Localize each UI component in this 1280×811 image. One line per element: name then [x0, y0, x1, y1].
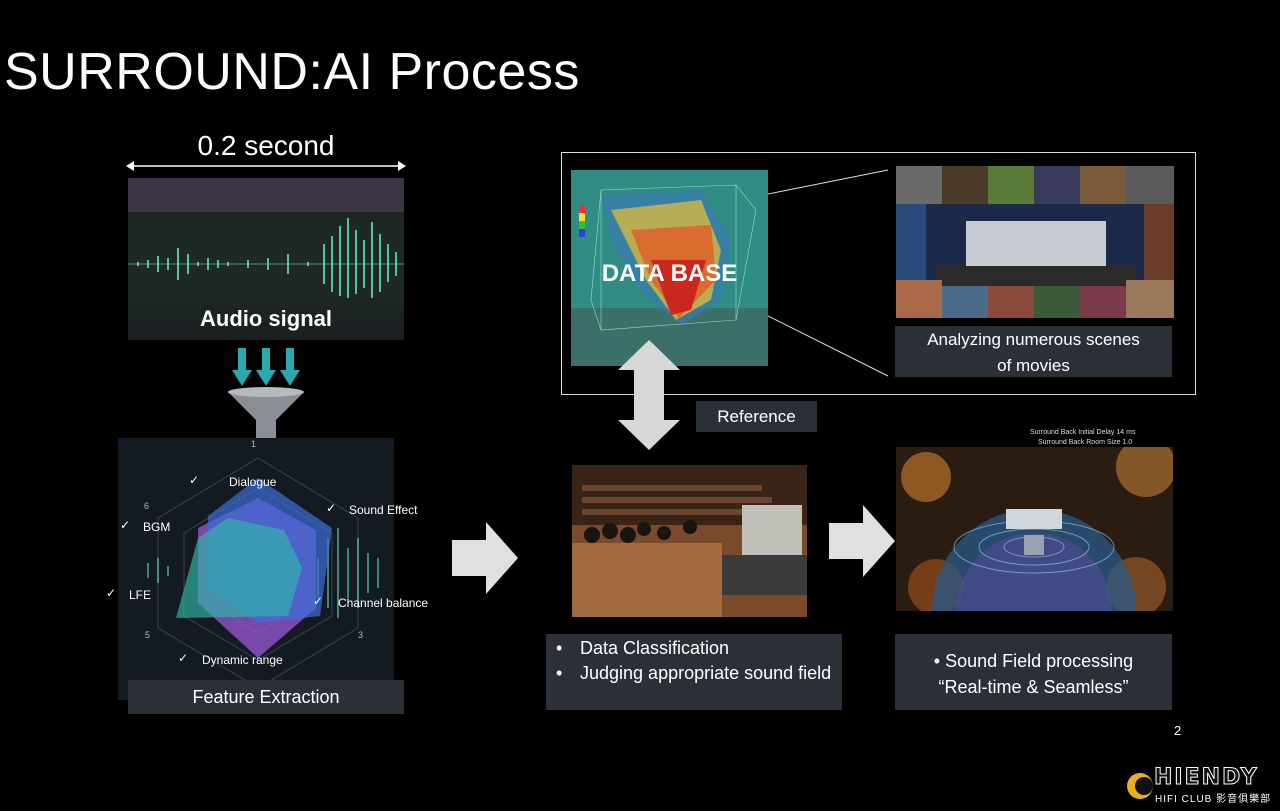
feature-extraction-caption: Feature Extraction	[128, 680, 404, 714]
classification-item: Data Classification	[556, 636, 842, 661]
sound-field-line1: • Sound Field processing	[933, 651, 1134, 671]
radar-tick: 3	[358, 630, 364, 640]
analyze-caption-line2: of movies	[997, 356, 1070, 375]
classification-item: Judging appropriate sound field	[556, 661, 842, 686]
sound-field-line2: “Real-time & Seamless”	[938, 677, 1129, 697]
radar-axis-dialogue: Dialogue	[229, 475, 277, 489]
radar-axis-channel-balance: Channel balance	[338, 596, 429, 610]
audio-signal-label: Audio signal	[200, 306, 332, 331]
check-icon: ✓	[120, 518, 131, 532]
hiendy-logo	[1127, 773, 1153, 799]
database-label: DATA BASE	[601, 260, 738, 287]
movie-scenes-collage	[896, 166, 1174, 318]
database-frame	[561, 152, 1196, 395]
parameter-line: Surround Back Room Size 1.0	[1038, 439, 1133, 446]
feature-extraction-label: Feature Extraction	[192, 687, 340, 707]
database-scatter-image	[571, 170, 768, 366]
right-arrow-icon	[829, 505, 895, 577]
sound-field-parameter-readout: Surround Back Initial Delay 14 ms Surrou…	[1030, 428, 1135, 448]
reference-label-box: Reference	[696, 401, 817, 432]
audio-signal-image: Audio signal	[128, 178, 404, 340]
logo-name: HIENDY	[1154, 765, 1259, 791]
radar-tick: 6	[144, 501, 150, 511]
classification-caption: Data Classification Judging appropriate …	[546, 634, 842, 710]
analyze-caption: Analyzing numerous scenes of movies	[895, 326, 1172, 377]
radar-series-teal	[176, 518, 302, 618]
sound-field-caption: • Sound Field processing “Real-time & Se…	[895, 634, 1172, 710]
radar-axis-lfe: LFE	[129, 588, 152, 602]
check-icon: ✓	[189, 473, 200, 487]
bidirectional-arrow-icon	[618, 340, 680, 450]
feature-radar-chart	[118, 438, 394, 700]
page-number: 2	[1174, 723, 1182, 738]
radar-axis-dynamic-range: Dynamic range	[202, 653, 283, 667]
radar-axis-bgm: BGM	[143, 520, 171, 534]
theater-classification-image	[572, 465, 807, 617]
radar-tick: 5	[145, 630, 151, 640]
check-icon: ✓	[106, 586, 117, 600]
right-arrow-icon	[452, 522, 518, 594]
parameter-line: Surround Back Initial Delay 14 ms	[1030, 429, 1136, 436]
reference-label: Reference	[717, 407, 796, 426]
duration-arrow-icon	[126, 161, 406, 171]
check-icon: ✓	[313, 594, 324, 608]
database-connector-lines	[768, 169, 889, 377]
duration-label: 0.2 second	[197, 130, 335, 161]
check-icon: ✓	[326, 501, 337, 515]
radar-tick: 1	[251, 439, 257, 449]
analyze-caption-line1: Analyzing numerous scenes	[927, 330, 1140, 349]
check-icon: ✓	[178, 651, 189, 665]
funnel-icon	[228, 348, 304, 458]
sound-field-dome-image	[896, 447, 1173, 611]
slide-title: SURROUND:AI Process	[4, 43, 580, 101]
logo-subtitle: HIFI CLUB 影音俱樂部	[1155, 794, 1272, 805]
radar-axis-sound-effect: Sound Effect	[349, 503, 418, 517]
